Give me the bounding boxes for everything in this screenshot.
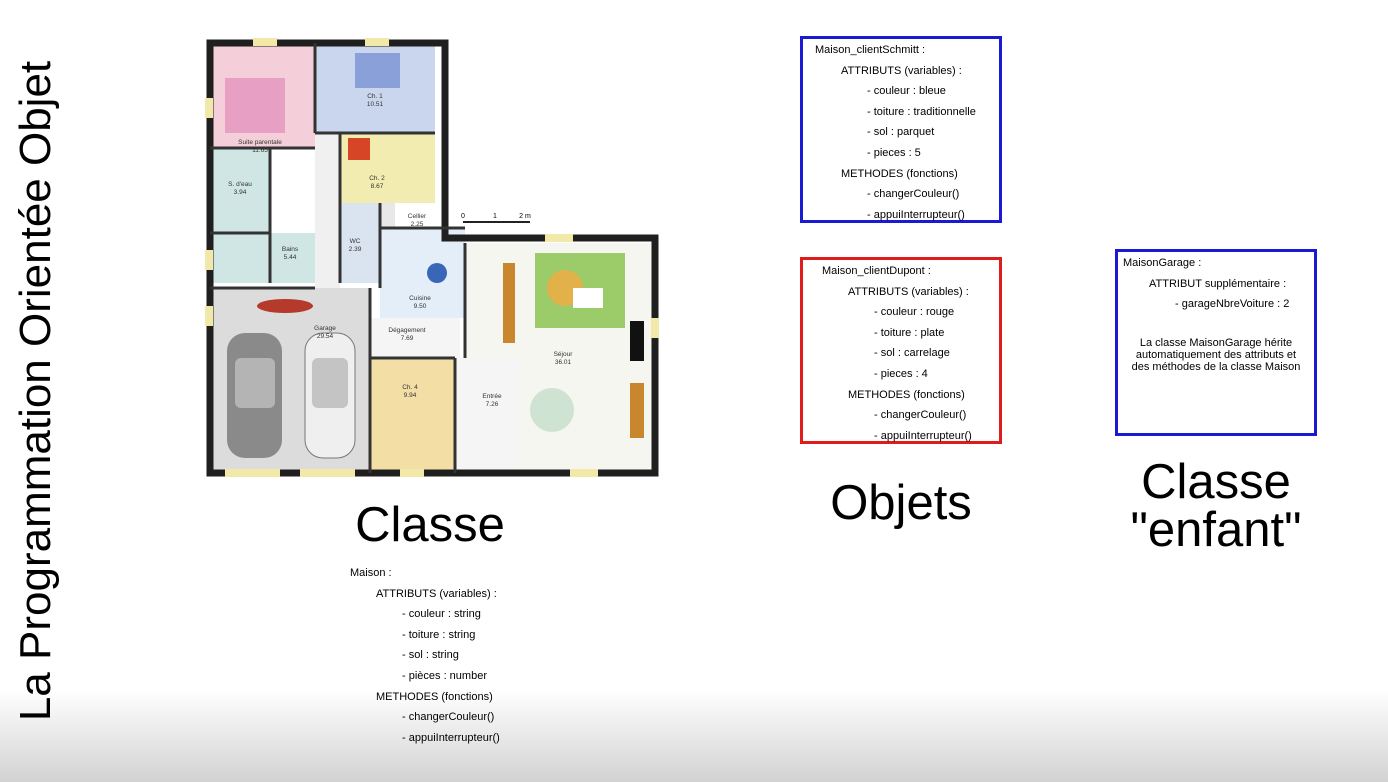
enfant-heading-line1: Classe [1141,455,1291,509]
object-line: - pieces : 4 [874,367,928,380]
room-name: Ch. 2 [369,175,385,182]
object-line: - pieces : 5 [867,146,921,159]
object-line: Maison_clientSchmitt : [815,44,926,56]
object-line: ATTRIBUTS (variables) : [841,64,962,77]
room-name: Cuisine [409,295,431,302]
room-name: Séjour [554,351,574,358]
classe-heading: Classe [355,498,505,552]
room-area: 3.94 [234,189,247,196]
object-line: - appuiInterrupteur() [874,429,972,442]
classe-line: - appuiInterrupteur() [402,731,500,744]
object-line: ATTRIBUTS (variables) : [848,285,969,298]
room-name: Dégagement [388,327,425,334]
classe-line: - changerCouleur() [402,711,495,724]
room-area: 36.01 [555,359,572,366]
classe-line: - toiture : string [402,628,476,641]
classe-line: - sol : string [402,649,459,662]
room-name: Suite parentale [238,139,282,146]
room-area: 5.44 [284,254,297,261]
classe-line: ATTRIBUTS (variables) : [376,587,497,600]
room-area: 29.54 [317,333,334,340]
classe-line: - couleur : string [402,608,481,621]
room-area: 2.39 [349,246,362,253]
object-line: - appuiInterrupteur() [867,208,965,221]
room-name: WC [350,238,361,245]
child-class-attr-header: ATTRIBUT supplémentaire : [1149,277,1287,290]
room-area: 7.26 [486,401,499,408]
object-line: METHODES (fonctions) [848,388,965,401]
object-line: - toiture : traditionnelle [867,105,976,118]
object-box-schmitt: Maison_clientSchmitt : ATTRIBUTS (variab… [800,36,1002,223]
room-area: 7.69 [401,335,414,342]
enfant-heading-line2: "enfant" [1130,503,1302,557]
house-floorplan: 0 1 2 m Suite parentale 11.65 Ch. 1 10.5… [205,38,659,477]
object-line: - changerCouleur() [874,409,967,422]
room-area: 9.50 [414,303,427,310]
room-name: Garage [314,325,336,332]
room-area: 8.67 [371,183,384,190]
child-class-attr: - garageNbreVoiture : 2 [1175,298,1290,311]
child-class-note: La classe MaisonGarage hérite automatiqu… [1131,336,1301,373]
bottom-fade [0,690,1388,782]
object-line: - sol : carrelage [874,347,950,360]
child-class-title: MaisonGarage : [1123,257,1202,269]
object-line: - toiture : plate [874,326,945,339]
objets-heading: Objets [830,476,972,530]
classe-line: Maison : [350,567,392,579]
room-name: Ch. 1 [367,93,383,100]
room-name: Cellier [408,213,427,220]
room-name: S. d'eau [228,181,252,188]
scale-label-1: 1 [493,213,497,220]
room-name: Bains [282,246,299,253]
room-area: 11.65 [252,147,268,154]
scale-label-2: 2 m [519,213,531,220]
object-line: - sol : parquet [867,126,935,139]
child-class-box: MaisonGarage : ATTRIBUT supplémentaire :… [1115,249,1317,436]
room-area: 10.51 [367,101,384,108]
object-line: Maison_clientDupont : [822,265,931,277]
enfant-heading: Classe "enfant" [1115,455,1317,557]
object-line: - couleur : rouge [874,306,955,319]
object-line: - couleur : bleue [867,85,946,98]
classe-line: - pièces : number [402,669,487,682]
room-area: 2.25 [411,221,424,228]
room-name: Entrée [482,393,502,400]
room-name: Ch. 4 [402,384,418,391]
side-title: La Programmation Orientée Objet [11,60,60,722]
object-line: - changerCouleur() [867,188,960,201]
object-line: METHODES (fonctions) [841,167,958,180]
room-area: 9.94 [404,392,417,399]
classe-code: Maison : ATTRIBUTS (variables) : - coule… [350,563,500,748]
scale-label-0: 0 [461,213,465,220]
object-box-dupont: Maison_clientDupont : ATTRIBUTS (variabl… [800,257,1002,444]
room-labels: Suite parentale 11.65 Ch. 1 10.51 S. d'e… [228,93,573,408]
classe-line: METHODES (fonctions) [376,690,493,703]
